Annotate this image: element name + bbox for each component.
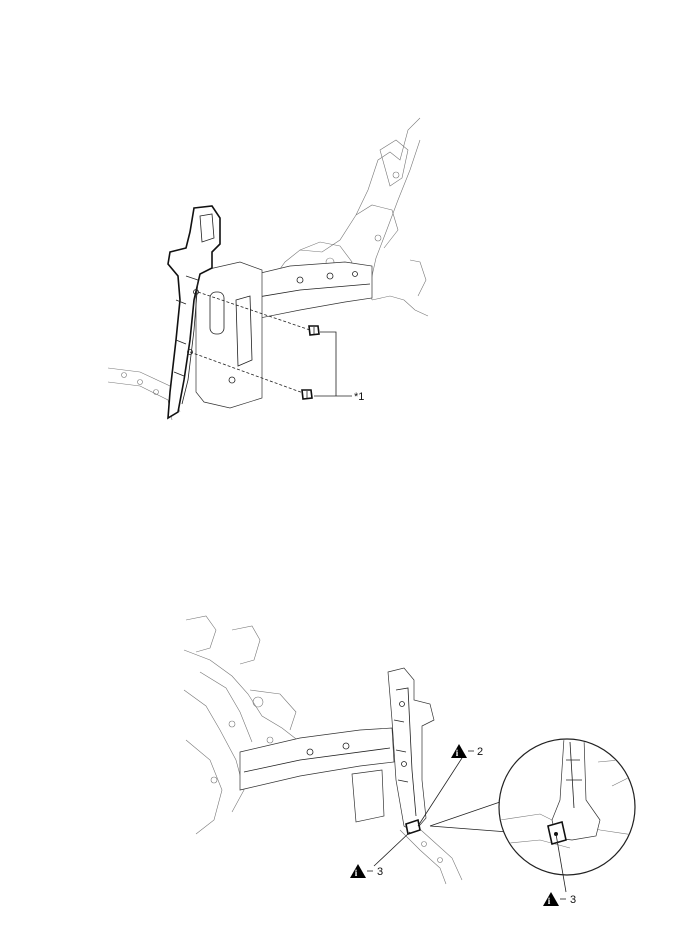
top-bolt-lower [301,389,313,400]
detail-view [498,738,636,876]
top-side-member-part [167,205,221,420]
callout-2-label: 2 [477,746,483,758]
callout-3-detail-label: 3 [570,894,576,906]
bottom-cross-member [239,727,395,823]
bottom-leader-2 [417,757,463,827]
svg-text:i: i [548,896,551,906]
top-figure: *1 [107,117,429,421]
bottom-side-member-part [387,667,435,836]
top-alignment-line-lower [189,351,307,395]
callout-3-left-label: 3 [377,866,383,878]
bottom-body-structure [183,615,301,835]
top-mount-bracket [195,261,263,409]
bottom-figure: i 2 i 3 [183,615,636,906]
top-callout-bracket [314,331,352,397]
detail-pointer [429,801,509,833]
bottom-lower-rail [399,821,463,885]
bottom-weld-point [405,818,421,836]
caution-icon: i [451,744,467,758]
caution-icon: i [543,892,559,906]
svg-text:i: i [355,868,358,878]
caution-icon: i [350,864,366,878]
top-bolt-upper [308,325,320,336]
bottom-leader-3-detail [555,833,567,893]
callout-2: i 2 [451,744,483,758]
top-callout-label: *1 [354,391,364,403]
callout-3-detail: i 3 [543,892,576,906]
svg-text:i: i [456,748,459,758]
callout-3-left: i 3 [350,864,383,878]
bottom-leader-3-left [373,831,411,867]
